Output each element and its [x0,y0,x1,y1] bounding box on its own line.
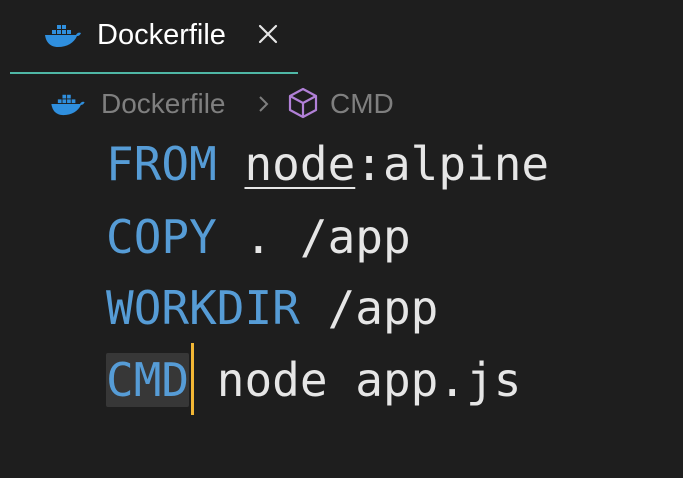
code-line-4[interactable]: CMD node app.js [106,350,521,410]
instruction-args: /app [327,281,439,335]
base-image-tag: :alpine [355,137,550,191]
text-cursor [191,343,194,415]
breadcrumb-file[interactable]: Dockerfile [101,88,226,119]
tab-bar: Dockerfile [0,0,683,74]
active-tab-indicator [10,72,298,74]
tab-dockerfile[interactable]: Dockerfile [10,0,298,74]
keyword-highlighted: CMD [106,353,190,407]
cube-symbol-icon [288,87,318,119]
close-icon[interactable] [256,22,280,46]
keyword: FROM [106,137,217,191]
code-line-2[interactable]: COPY . /app [106,207,411,267]
keyword: COPY [106,210,217,264]
code-editor[interactable]: FROM node:alpine COPY . /app WORKDIR /ap… [0,126,683,478]
docker-whale-icon [45,25,81,47]
docker-whale-icon [51,94,85,116]
code-line-1[interactable]: FROM node:alpine [106,134,549,194]
tab-label: Dockerfile [97,19,226,51]
code-line-3[interactable]: WORKDIR /app [106,278,438,338]
instruction-args: . /app [244,210,411,264]
breadcrumb: Dockerfile CMD [0,82,683,126]
instruction-args: node app.js [216,353,522,407]
base-image-name: node [244,137,356,191]
keyword: WORKDIR [106,281,300,335]
breadcrumb-symbol[interactable]: CMD [330,88,394,119]
chevron-right-icon [259,96,269,112]
